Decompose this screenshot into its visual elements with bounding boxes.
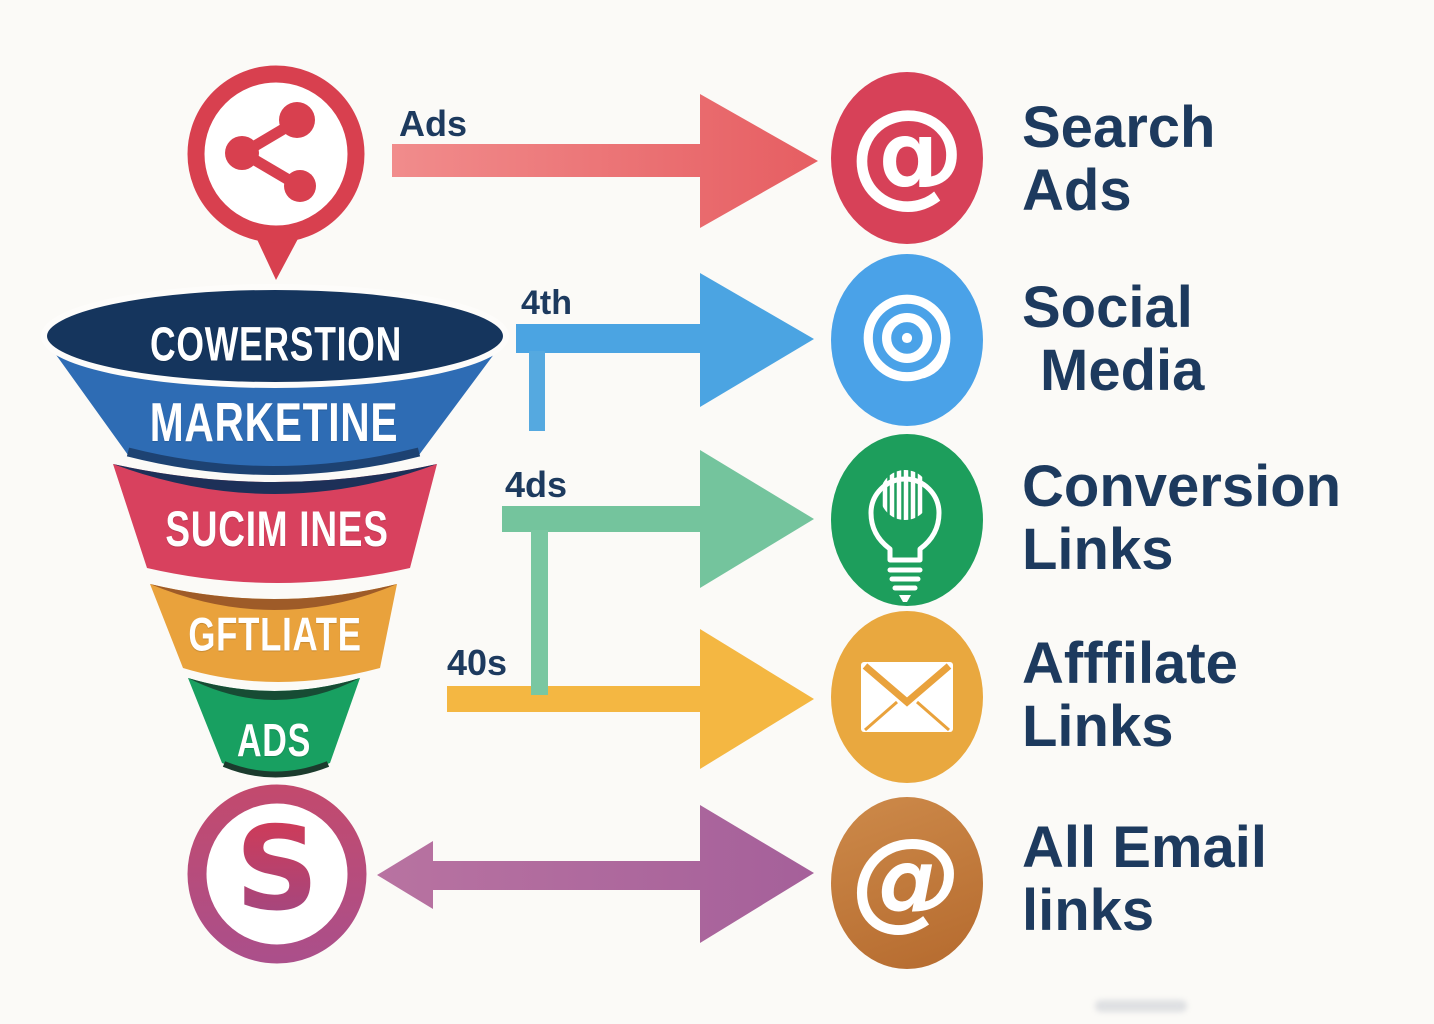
afffilate-links-label-line1: Afffilate — [1022, 631, 1238, 696]
social-arrow — [516, 273, 814, 431]
search-ads-label: Search Ads — [1022, 96, 1215, 222]
all-email-links-circle: @ — [831, 797, 983, 969]
envelope-icon — [861, 662, 953, 732]
funnel-layer-gftliate — [150, 584, 397, 682]
sink-letter: S — [235, 802, 319, 937]
at-italic-icon: @ — [852, 814, 962, 942]
affiliate-arrow — [447, 629, 814, 769]
ads-arrow — [392, 94, 818, 228]
afffilate-links-circle — [831, 611, 983, 783]
social-media-label: Social Media — [1022, 276, 1204, 402]
email-double-arrow — [377, 805, 814, 943]
funnel-layer-sucim-ines — [113, 464, 437, 583]
social-media-circle — [831, 254, 983, 426]
funnel-layer-label-marketine: MARKETINE — [149, 391, 399, 453]
ads-arrow-label: Ads — [399, 103, 468, 144]
funnel-layer-label-sucim-ines: SUCIM INES — [165, 501, 389, 557]
social-arrow-connector — [529, 351, 545, 431]
funnel-layer-label-gftliate: GFTLIATE — [188, 607, 362, 661]
funnel-layer-label-cowerstion: COWERSTION — [149, 318, 403, 372]
conversion-arrow-label: 4ds — [505, 464, 568, 505]
search-ads-label-line1: Search — [1022, 95, 1216, 160]
sink-ring — [187, 784, 367, 964]
search-ads-circle: @ — [831, 72, 983, 244]
conversion-arrow-connector — [531, 530, 548, 695]
all-email-links-label-line1: All Email — [1022, 815, 1267, 880]
social-media-label-line2: Media — [1040, 338, 1205, 403]
at-icon: @ — [849, 85, 965, 220]
conversion-arrow — [502, 450, 814, 588]
conversion-links-label: Conversion Links — [1022, 455, 1341, 581]
share-network-pin-icon — [187, 65, 365, 280]
social-arrow-label: 4th — [521, 284, 572, 322]
search-ads-label-line2: Ads — [1022, 158, 1132, 223]
affiliate-arrow-label: 40s — [447, 642, 508, 683]
funnel-layer-ads — [188, 678, 360, 778]
marketing-funnel — [41, 284, 509, 778]
social-media-label-line1: Social — [1022, 275, 1193, 340]
afffilate-links-label-line2: Links — [1022, 694, 1174, 759]
conversion-links-label-line2: Links — [1022, 517, 1174, 582]
artifact-smudge — [1095, 1000, 1187, 1012]
all-email-links-label: All Email links — [1022, 816, 1267, 942]
conversion-links-label-line1: Conversion — [1022, 454, 1342, 519]
all-email-links-label-line2: links — [1022, 878, 1155, 943]
funnel-layer-label-ads: ADS — [236, 714, 312, 766]
afffilate-links-label: Afffilate Links — [1022, 632, 1238, 758]
conversion-links-circle — [831, 434, 983, 606]
funnel-layer-marketine — [44, 338, 506, 475]
funnel-layer-cowerstion — [41, 284, 509, 388]
at-rings-icon — [863, 294, 951, 382]
